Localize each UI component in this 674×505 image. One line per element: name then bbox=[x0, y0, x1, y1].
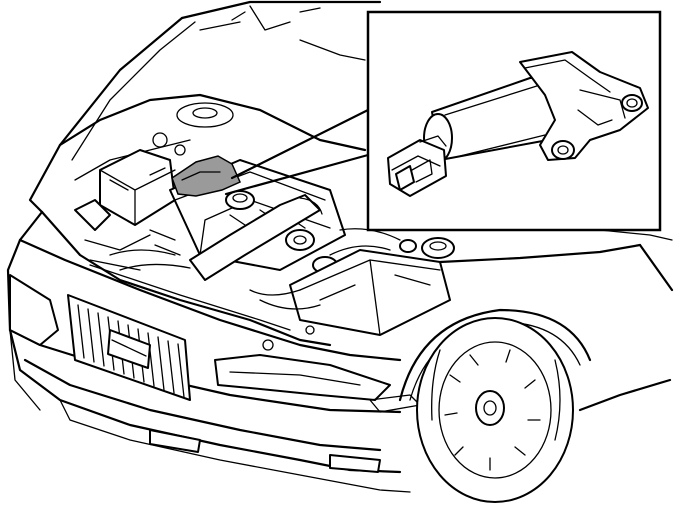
leader-line-lower bbox=[224, 153, 370, 196]
mount-hole-top bbox=[621, 94, 643, 112]
leader-line bbox=[230, 108, 370, 180]
windshield bbox=[299, 39, 673, 241]
mount-hole-bottom bbox=[551, 140, 575, 160]
left-headlight bbox=[9, 274, 59, 346]
open-hood bbox=[28, 0, 382, 214]
highlighted-component bbox=[171, 155, 241, 197]
detail-inset bbox=[366, 10, 662, 232]
right-headlight bbox=[214, 354, 391, 401]
mounting-flange bbox=[519, 51, 649, 161]
front-wheel bbox=[398, 308, 592, 503]
grille bbox=[67, 294, 191, 401]
engine-bay bbox=[40, 93, 455, 351]
car-body-front bbox=[6, 210, 674, 493]
grille-emblem bbox=[107, 329, 151, 369]
